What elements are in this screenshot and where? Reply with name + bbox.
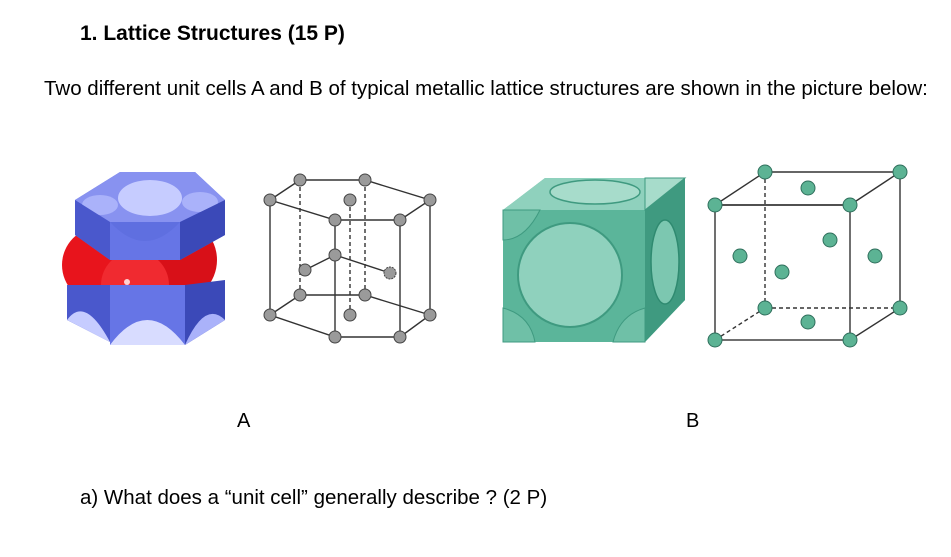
hcp-wireframe-figure xyxy=(263,173,437,344)
figure-label-a: A xyxy=(237,410,251,432)
question-a: a) What does a “unit cell” generally des… xyxy=(80,486,548,509)
section-heading: 1. Lattice Structures (15 P) xyxy=(80,22,345,45)
fcc-spacefill-figure xyxy=(502,177,687,343)
intro-paragraph: Two different unit cells A and B of typi… xyxy=(44,77,928,100)
fcc-wireframe-figure xyxy=(707,164,908,348)
figure-label-b: B xyxy=(686,410,700,432)
hcp-spacefill-figure xyxy=(62,172,225,345)
